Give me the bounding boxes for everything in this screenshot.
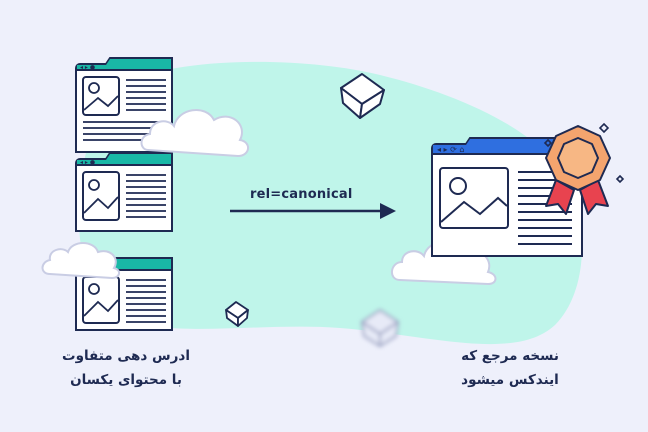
sparkle-icon bbox=[543, 122, 625, 184]
cube-icon bbox=[225, 301, 249, 327]
canonical-version-caption: نسخه مرجع که ایندکس میشود bbox=[410, 344, 610, 392]
caption-line: با محتوای یکسان bbox=[70, 372, 182, 388]
svg-text:◂ ▸ ⟳ ⌂: ◂ ▸ ⟳ ⌂ bbox=[437, 145, 464, 154]
caption-line: ایندکس میشود bbox=[461, 372, 559, 388]
caption-line: نسخه مرجع که bbox=[461, 348, 559, 364]
canonical-url-window: ◂ ▸ ⟳ ⌂ bbox=[431, 137, 583, 257]
caption-line: ادرس دهی متفاوت bbox=[62, 348, 190, 364]
award-badge-icon bbox=[545, 125, 611, 215]
canonical-arrow-label: rel=canonical bbox=[250, 187, 353, 202]
cloud-icon bbox=[41, 242, 120, 280]
image-placeholder-icon bbox=[82, 171, 120, 221]
source-url-window-2: ◂ ▸ ● bbox=[75, 152, 173, 232]
svg-text:◂ ▸ ●: ◂ ▸ ● bbox=[80, 159, 95, 166]
arrow-right-icon bbox=[230, 203, 396, 219]
duplicate-urls-caption: ادرس دهی متفاوت با محتوای یکسان bbox=[26, 344, 226, 392]
image-placeholder-icon bbox=[82, 276, 120, 324]
source-url-window-1: ◂ ▸ ● bbox=[75, 57, 173, 153]
svg-text:◂ ▸ ●: ◂ ▸ ● bbox=[80, 64, 95, 71]
cube-icon bbox=[340, 73, 385, 119]
image-placeholder-icon bbox=[82, 76, 120, 116]
cube-icon bbox=[361, 309, 399, 347]
image-placeholder-icon bbox=[439, 167, 509, 229]
cloud-icon bbox=[140, 108, 249, 158]
